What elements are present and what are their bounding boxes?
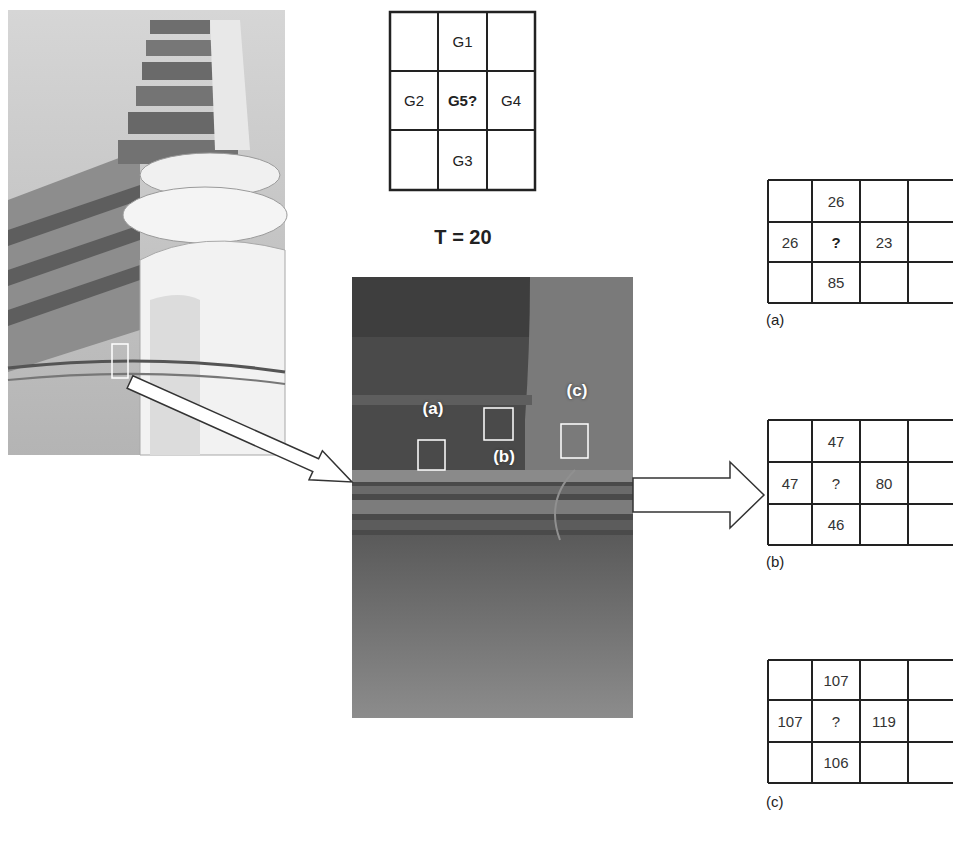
grid-cell-label: G2 [390, 71, 438, 130]
region-label: (c) [554, 380, 600, 402]
grid-cell-label: G5? [438, 71, 487, 130]
panel-label: (c) [766, 790, 810, 812]
pixel-value: 80 [860, 462, 908, 504]
pixel-value: 23 [860, 222, 908, 262]
grid-cell-label: G3 [438, 130, 487, 190]
pixel-value: 107 [812, 660, 860, 700]
threshold-label: T = 20 [390, 222, 536, 252]
pixel-value: 47 [768, 462, 812, 504]
pixel-grid [768, 660, 953, 783]
region-label: (a) [410, 398, 456, 420]
pixel-value: ? [812, 700, 860, 742]
region-label: (b) [481, 446, 527, 468]
zoomed-photo [352, 277, 633, 718]
pixel-value: 107 [768, 700, 812, 742]
zoom-arrow [127, 376, 352, 482]
panel-label: (a) [766, 308, 810, 330]
grid-cell-label: G4 [487, 71, 535, 130]
grid-cell-label: G1 [438, 12, 487, 71]
pixel-value: 26 [812, 180, 860, 222]
pixel-value: 47 [812, 420, 860, 462]
pixel-value: ? [812, 222, 860, 262]
pixel-value: 119 [860, 700, 908, 742]
pixel-grid [768, 420, 953, 545]
pixel-value: 26 [768, 222, 812, 262]
pixel-value: 106 [812, 742, 860, 783]
pixel-value: ? [812, 462, 860, 504]
detail-arrow [633, 462, 764, 528]
panel-label: (b) [766, 550, 810, 572]
pixel-grid [768, 180, 953, 303]
pixel-value: 46 [812, 504, 860, 545]
pixel-value: 85 [812, 262, 860, 303]
neighbourhood-grid [390, 12, 535, 190]
